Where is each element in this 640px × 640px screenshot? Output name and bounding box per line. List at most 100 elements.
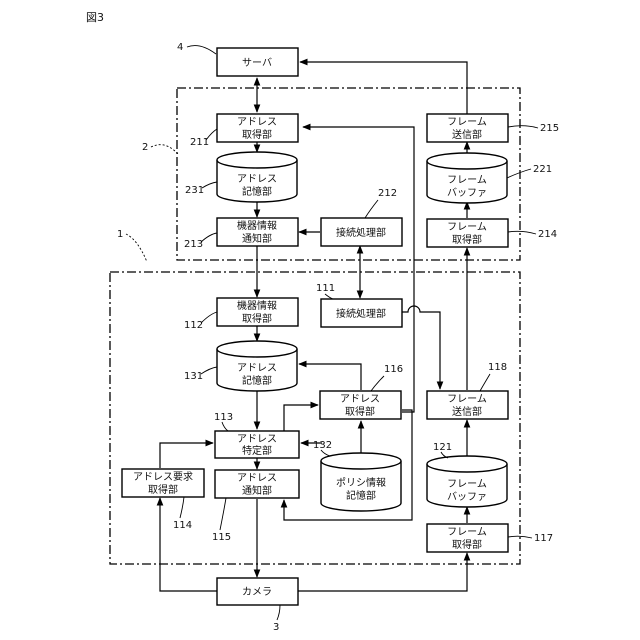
box-line-1: アドレス — [237, 434, 277, 445]
leader-111 — [325, 294, 333, 299]
box-line-2: 送信部 — [452, 405, 482, 418]
leader-112 — [201, 312, 217, 323]
ref-114: 114 — [173, 520, 192, 531]
frame-send-118-box: フレーム 送信部 — [427, 391, 508, 419]
cylinder-line-1: フレーム — [447, 478, 487, 490]
ref-116: 116 — [384, 364, 403, 375]
box-line-2: 取得部 — [148, 483, 178, 496]
box-line-1: アドレス — [340, 394, 380, 405]
ref-117: 117 — [534, 533, 553, 544]
frame-buffer-221-cylinder: フレーム バッファ — [427, 153, 507, 203]
server-label: サーバ — [242, 57, 272, 69]
box-line-1: アドレス要求 — [133, 471, 193, 483]
ref-111: 111 — [316, 283, 335, 294]
leader-215 — [508, 126, 538, 128]
frame-acquisition-117-box: フレーム 取得部 — [427, 524, 508, 552]
box-line-1: 機器情報 — [237, 299, 277, 312]
box-line-2: 通知部 — [242, 484, 272, 497]
ref-115: 115 — [212, 532, 231, 543]
ref-214: 214 — [538, 229, 557, 240]
leader-231 — [202, 182, 217, 188]
box-line-1: アドレス — [237, 117, 277, 128]
box-line-2: 通知部 — [242, 232, 272, 245]
box-line-1: フレーム — [447, 393, 487, 405]
frame-send-215-box: フレーム 送信部 — [427, 114, 508, 142]
box-line-1: フレーム — [447, 526, 487, 538]
leader-3 — [277, 605, 280, 620]
address-specify-113-box: アドレス 特定部 — [215, 431, 299, 458]
ref-131: 131 — [184, 371, 203, 382]
ref-212: 212 — [378, 188, 397, 199]
ref-231: 231 — [185, 185, 204, 196]
leader-214 — [508, 231, 536, 234]
ref-2: 2 — [142, 142, 148, 153]
box-line-2: 特定部 — [242, 444, 272, 457]
cylinder-line-2: 記憶部 — [242, 374, 272, 387]
leader-1 — [126, 234, 147, 262]
ref-132: 132 — [313, 440, 332, 451]
address-request-acquisition-114-box: アドレス要求 取得部 — [122, 469, 204, 497]
camera-label: カメラ — [242, 586, 272, 598]
connection-process-212-box: 接続処理部 — [321, 218, 402, 246]
box-line-2: 取得部 — [452, 233, 482, 246]
box-line-1: 機器情報 — [237, 219, 277, 232]
leader-221 — [507, 169, 531, 178]
cylinder-line-1: アドレス — [237, 174, 277, 185]
ref-1: 1 — [117, 229, 123, 240]
address-acquisition-211-box: アドレス 取得部 — [217, 114, 298, 142]
ref-215: 215 — [540, 123, 559, 134]
box-line-1: アドレス — [237, 473, 277, 484]
device-info-notify-213-box: 機器情報 通知部 — [217, 218, 298, 246]
box-line-2: 取得部 — [242, 312, 272, 325]
cylinder-line-1: ポリシ情報 — [336, 476, 386, 489]
line-camera-117 — [298, 553, 467, 591]
leader-115 — [220, 498, 226, 530]
frame-acquisition-214-box: フレーム 取得部 — [427, 219, 508, 247]
ref-118: 118 — [488, 362, 507, 373]
camera-box: カメラ — [217, 578, 298, 605]
box-line-1: フレーム — [447, 116, 487, 128]
leader-131 — [201, 367, 217, 374]
line-116-131 — [299, 364, 361, 390]
leader-118 — [480, 374, 490, 391]
line-114-113 — [160, 443, 213, 468]
leader-2 — [151, 145, 178, 154]
ref-121: 121 — [433, 442, 452, 453]
ref-221: 221 — [533, 164, 552, 175]
line-111-118 — [402, 306, 440, 389]
ref-3: 3 — [273, 622, 279, 633]
leader-4 — [187, 46, 216, 54]
cylinder-line-2: バッファ — [447, 491, 487, 503]
figure-label: 図3 — [86, 11, 104, 24]
policy-info-storage-132-cylinder: ポリシ情報 記憶部 — [321, 453, 401, 511]
frame-buffer-121-cylinder: フレーム バッファ — [427, 456, 507, 507]
ref-211: 211 — [190, 137, 209, 148]
box-line-2: 取得部 — [242, 128, 272, 141]
line-113-116 — [284, 405, 318, 431]
box-line-2: 取得部 — [452, 538, 482, 551]
ref-113: 113 — [214, 412, 233, 423]
cylinder-line-2: バッファ — [447, 187, 487, 199]
ref-112: 112 — [184, 320, 203, 331]
box-line-1: 接続処理部 — [336, 307, 386, 320]
address-acquisition-116-box: アドレス 取得部 — [320, 391, 401, 419]
cylinder-line-1: アドレス — [237, 363, 277, 374]
ref-4: 4 — [177, 42, 183, 53]
address-notify-115-box: アドレス 通知部 — [215, 470, 299, 498]
cylinder-line-2: 記憶部 — [346, 489, 376, 502]
leader-211 — [206, 129, 217, 140]
cylinder-line-1: フレーム — [447, 174, 487, 186]
leader-213 — [201, 233, 217, 242]
box-line-2: 送信部 — [452, 128, 482, 141]
cylinder-line-2: 記憶部 — [242, 185, 272, 198]
box-line-1: フレーム — [447, 221, 487, 233]
ref-213: 213 — [184, 239, 203, 250]
leader-212 — [365, 200, 378, 218]
address-storage-231-cylinder: アドレス 記憶部 — [217, 152, 297, 202]
leader-113 — [222, 422, 228, 431]
line-camera-114 — [160, 498, 217, 591]
device-info-acquisition-112-box: 機器情報 取得部 — [217, 298, 298, 326]
box-line-1: 接続処理部 — [336, 226, 386, 239]
box-line-2: 取得部 — [345, 405, 375, 418]
